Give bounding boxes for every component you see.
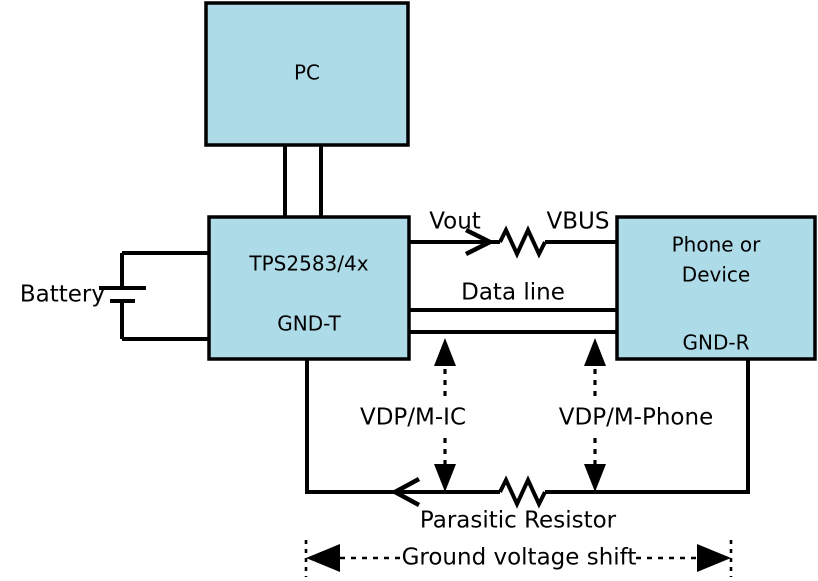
battery-wiring [120,251,212,341]
block-pc: PC [204,1,410,147]
pc-to-tps-bus [283,144,323,218]
ground-voltage-shift-label: Ground voltage shift [402,545,637,571]
ground-return-wire [305,358,750,509]
data-line-label: Data line [461,280,565,306]
parasitic-resistor-label: Parasitic Resistor [420,508,617,534]
vdp-ic-measurement-arrow [434,338,456,492]
phone-label-line1: Phone or [672,233,762,257]
block-phone: Phone or Device GND-R [615,215,817,361]
vout-label: Vout [429,209,481,235]
battery-label: Battery [20,282,105,308]
vdp-ic-label: VDP/M-IC [360,405,466,431]
block-tps: TPS2583/4x GND-T [207,215,411,361]
ground-voltage-shift-dimension [304,540,733,577]
phone-label-line2: Device [682,263,750,287]
phone-ground-label: GND-R [683,331,750,355]
data-line-wires [408,308,618,334]
tps-ground-label: GND-T [277,312,341,336]
pc-label: PC [294,61,320,85]
vdp-phone-measurement-arrow [584,338,606,492]
vbus-label: VBUS [547,209,610,235]
vbus-wire [408,225,618,259]
tps-part-label: TPS2583/4x [248,252,368,276]
battery-symbol [99,286,146,303]
vdp-phone-label: VDP/M-Phone [559,405,713,431]
